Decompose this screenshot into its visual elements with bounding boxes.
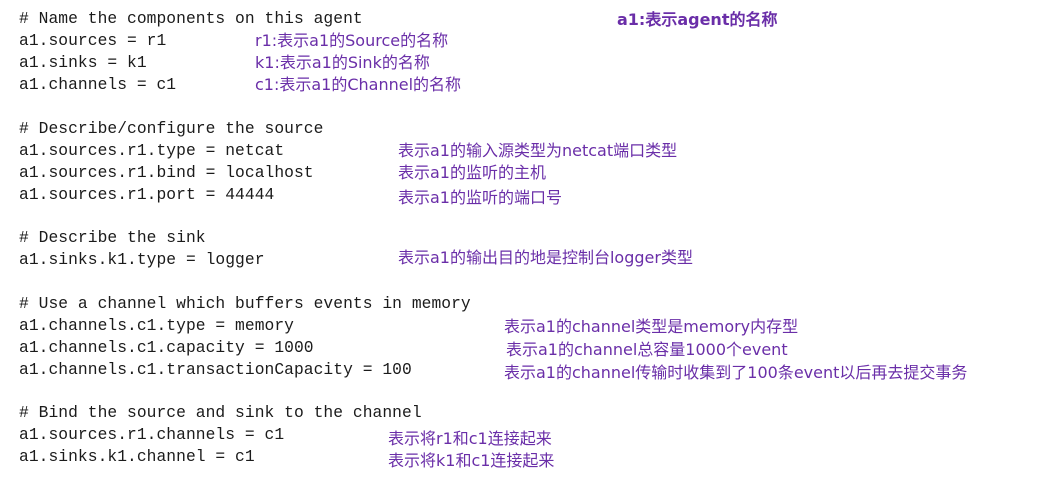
code-line-channel-capacity: a1.channels.c1.capacity = 1000 — [19, 338, 314, 357]
annotation-source-host: 表示a1的监听的主机 — [398, 163, 546, 182]
annotation-sink-name: k1:表示a1的Sink的名称 — [255, 53, 430, 72]
annotation-source-type: 表示a1的输入源类型为netcat端口类型 — [398, 141, 678, 160]
annotation-channel-capacity: 表示a1的channel总容量1000个event — [506, 340, 788, 359]
annotation-channel-name: c1:表示a1的Channel的名称 — [255, 75, 462, 94]
code-line-sources: a1.sources = r1 — [19, 31, 167, 50]
code-line-sink-type: a1.sinks.k1.type = logger — [19, 250, 265, 269]
annotation-channel-type: 表示a1的channel类型是memory内存型 — [504, 317, 799, 336]
code-line-sinks: a1.sinks = k1 — [19, 53, 147, 72]
code-line-source-type: a1.sources.r1.type = netcat — [19, 141, 285, 160]
annotation-source-port: 表示a1的监听的端口号 — [398, 188, 562, 207]
annotation-sink-destination: 表示a1的输出目的地是控制台logger类型 — [398, 248, 693, 267]
comment-configure-source: # Describe/configure the source — [19, 119, 324, 138]
code-line-channel-txn-capacity: a1.channels.c1.transactionCapacity = 100 — [19, 360, 412, 379]
comment-bind-source-sink: # Bind the source and sink to the channe… — [19, 403, 422, 422]
code-line-source-channels: a1.sources.r1.channels = c1 — [19, 425, 285, 444]
code-line-channels: a1.channels = c1 — [19, 75, 177, 94]
code-line-source-bind: a1.sources.r1.bind = localhost — [19, 163, 314, 182]
code-line-channel-type: a1.channels.c1.type = memory — [19, 316, 294, 335]
code-line-source-port: a1.sources.r1.port = 44444 — [19, 185, 275, 204]
comment-describe-sink: # Describe the sink — [19, 228, 206, 247]
annotation-source-name: r1:表示a1的Source的名称 — [255, 31, 449, 50]
annotation-agent-name: a1:表示agent的名称 — [617, 10, 778, 29]
comment-use-channel: # Use a channel which buffers events in … — [19, 294, 471, 313]
annotation-bind-sink: 表示将k1和c1连接起来 — [388, 451, 555, 470]
code-line-sink-channel: a1.sinks.k1.channel = c1 — [19, 447, 255, 466]
annotation-channel-txn-capacity: 表示a1的channel传输时收集到了100条event以后再去提交事务 — [504, 363, 968, 382]
annotation-bind-source: 表示将r1和c1连接起来 — [388, 429, 552, 448]
comment-name-components: # Name the components on this agent — [19, 9, 363, 28]
